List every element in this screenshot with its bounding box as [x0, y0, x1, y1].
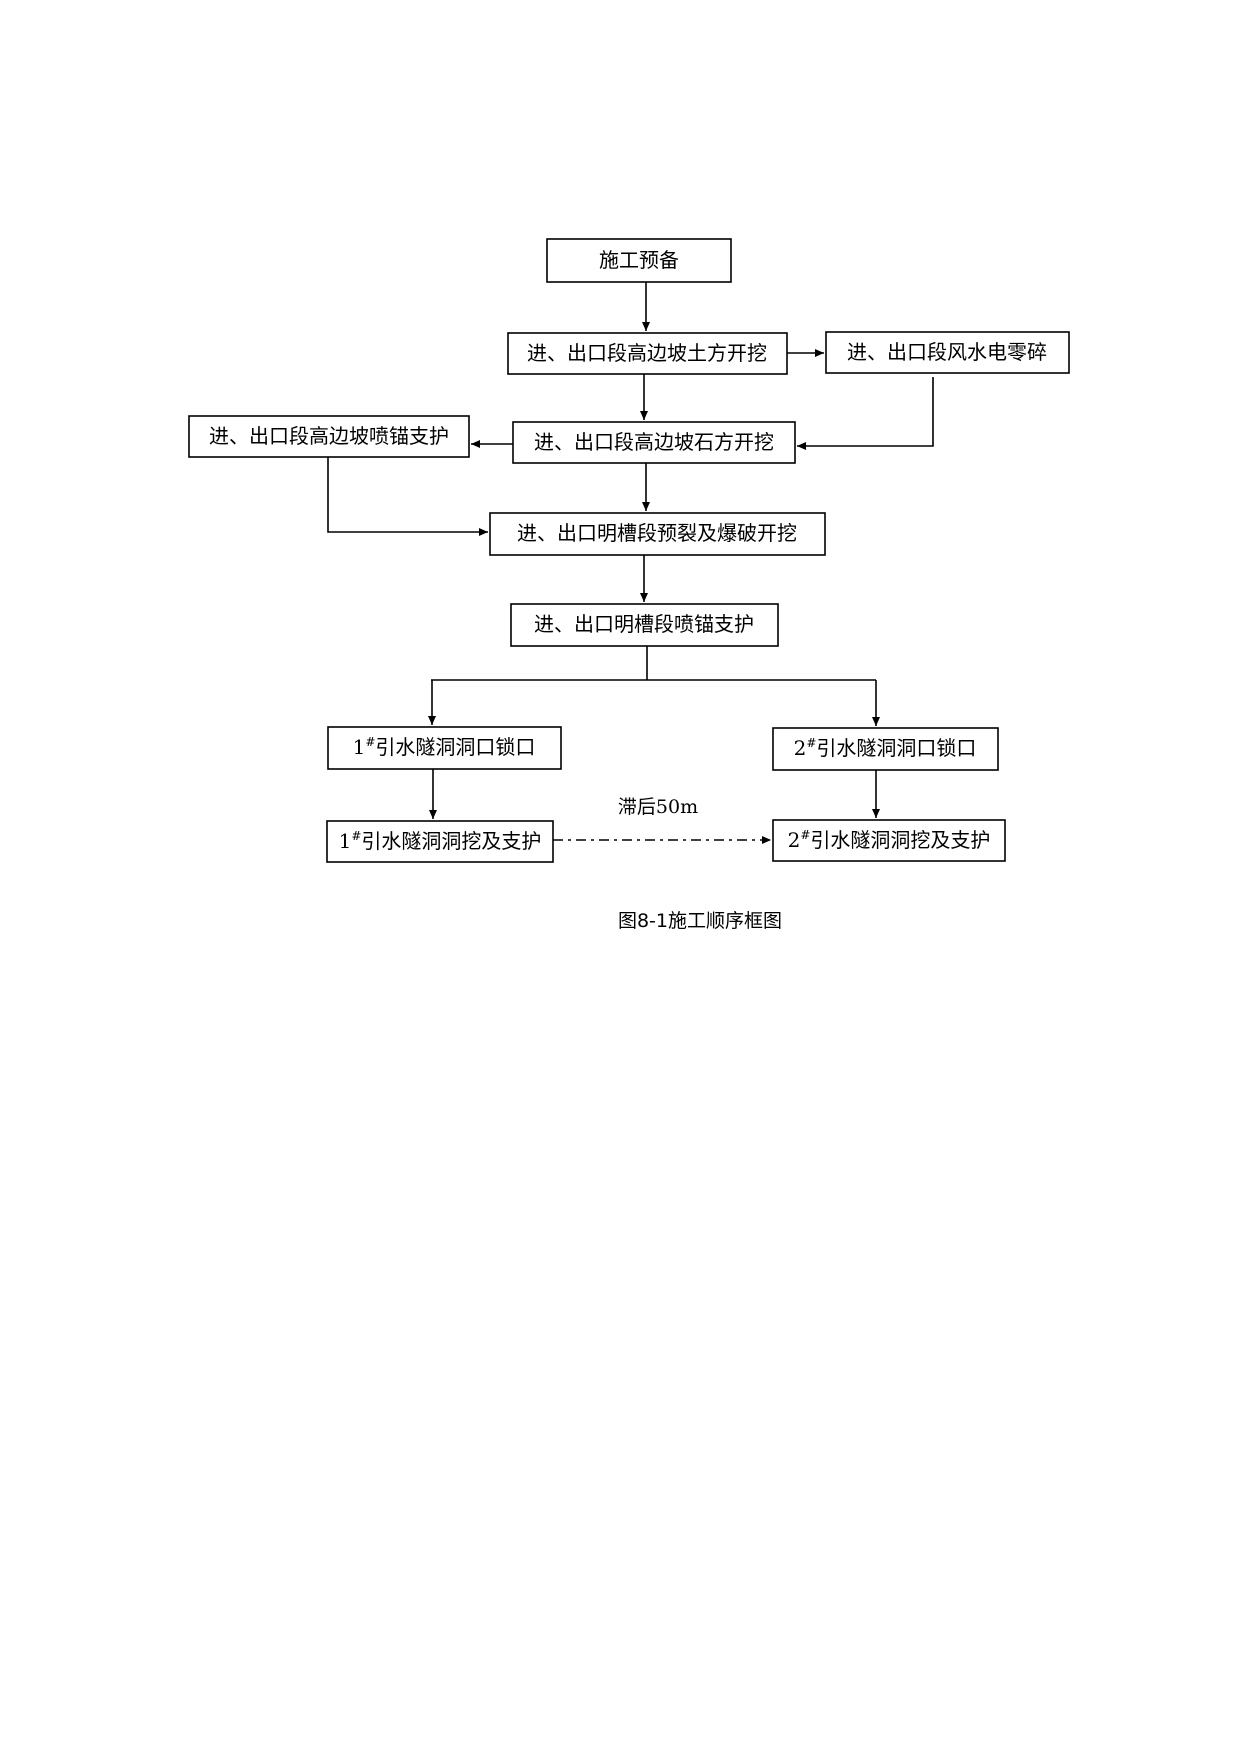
- node-slope-anchor-support: 进、出口段高边坡喷锚支护: [188, 415, 470, 458]
- node-soil-excavation-label: 进、出口段高边坡土方开挖: [527, 341, 767, 365]
- node-tunnel1-excavation: 1#引水隧洞洞挖及支护: [326, 820, 554, 863]
- figure-caption: 图8-1施工顺序框图: [618, 910, 782, 932]
- node-tunnel2-portal-lock-label: 2#引水隧洞洞口锁口: [794, 736, 977, 760]
- node-utility: 进、出口段风水电零碎: [825, 331, 1070, 374]
- node-trench-anchor-support-label: 进、出口明槽段喷锚支护: [534, 612, 754, 636]
- node-trench-blasting-label: 进、出口明槽段预裂及爆破开挖: [517, 521, 797, 545]
- node-prep: 施工预备: [546, 238, 732, 283]
- node-soil-excavation: 进、出口段高边坡土方开挖: [507, 332, 788, 375]
- node-rock-excavation-label: 进、出口段高边坡石方开挖: [534, 430, 774, 454]
- node-utility-label: 进、出口段风水电零碎: [847, 340, 1047, 364]
- node-tunnel1-portal-lock-label: 1#引水隧洞洞口锁口: [353, 735, 536, 759]
- node-tunnel1-portal-lock: 1#引水隧洞洞口锁口: [327, 726, 562, 770]
- node-tunnel2-excavation: 2#引水隧洞洞挖及支护: [772, 819, 1006, 862]
- node-rock-excavation: 进、出口段高边坡石方开挖: [512, 421, 796, 464]
- node-slope-anchor-support-label: 进、出口段高边坡喷锚支护: [209, 424, 449, 448]
- edge-utility-to-rock: [797, 377, 934, 450]
- node-trench-blasting: 进、出口明槽段预裂及爆破开挖: [489, 512, 826, 556]
- node-tunnel2-portal-lock: 2#引水隧洞洞口锁口: [772, 727, 999, 771]
- node-prep-label: 施工预备: [599, 248, 679, 272]
- node-trench-anchor-support: 进、出口明槽段喷锚支护: [510, 603, 779, 647]
- node-tunnel1-excavation-label: 1#引水隧洞洞挖及支护: [339, 829, 542, 853]
- lag-label: 滞后50m: [618, 796, 698, 818]
- edge-slope-anchor-to-trench-blasting: [327, 457, 488, 536]
- node-tunnel2-excavation-label: 2#引水隧洞洞挖及支护: [788, 828, 991, 852]
